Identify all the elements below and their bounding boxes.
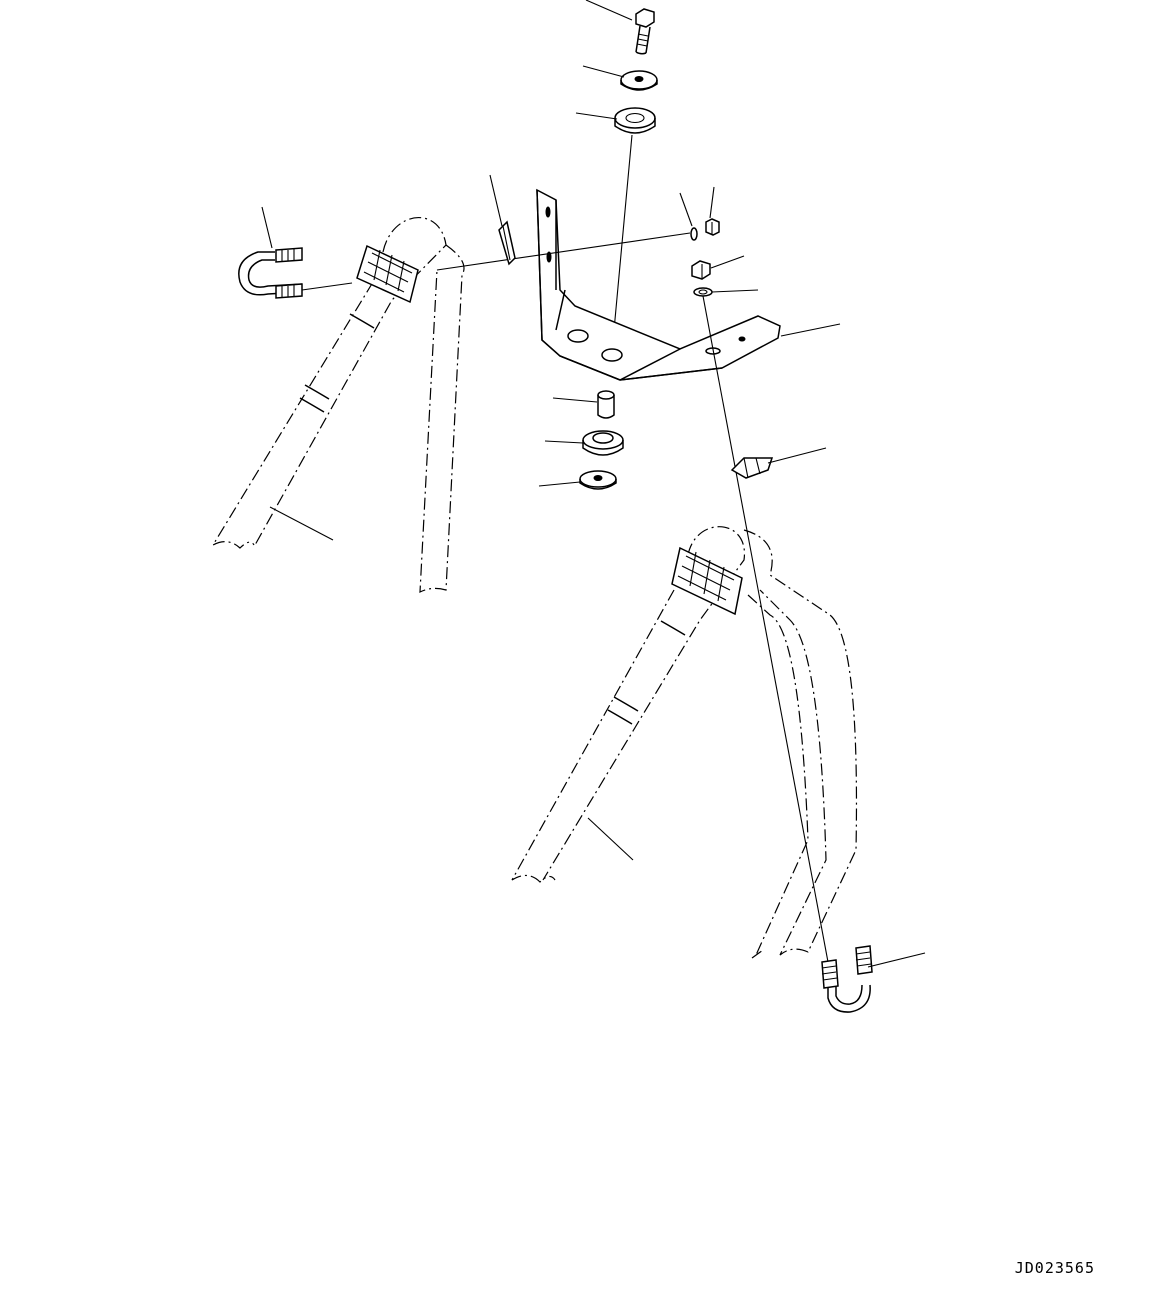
- spacer-collar: [597, 390, 615, 419]
- leader-line-spring-washer-small: [679, 192, 693, 227]
- clip-plate-upper: [498, 220, 516, 266]
- leader-line-u-bolt-lower: [867, 952, 926, 968]
- nut-medium: [691, 260, 711, 280]
- bolt-part: [635, 8, 655, 55]
- flat-washer-bottom: [579, 470, 617, 490]
- center-line-u-bolt-upper: [301, 282, 353, 291]
- u-bolt-upper: [238, 247, 303, 299]
- flat-washer-top: [620, 70, 658, 91]
- leader-line-bracket: [780, 323, 841, 337]
- clip-plate-lower: [730, 457, 774, 479]
- leader-line-cushion-top: [575, 112, 618, 120]
- leader-line-nut-medium: [710, 255, 745, 269]
- center-line-ubolt-lower: [702, 295, 829, 963]
- rubber-cushion-top: [614, 107, 656, 134]
- leader-line-clip-upper: [489, 174, 503, 227]
- leader-line-bolt: [585, 0, 633, 21]
- rubber-cushion-bottom: [582, 430, 624, 456]
- bracket-part: [536, 188, 781, 381]
- leader-line-cushion-bottom: [544, 440, 584, 444]
- hose-lower-main: [511, 526, 858, 959]
- leader-line-hose-lower: [587, 817, 634, 861]
- leader-line-spring-washer-medium: [711, 289, 759, 293]
- leader-line-clip-lower: [767, 447, 827, 464]
- u-bolt-lower: [821, 945, 873, 1013]
- leader-line-collar: [552, 397, 598, 403]
- center-line-nut-small: [436, 232, 691, 271]
- spring-washer-small: [690, 227, 698, 241]
- hose-upper-main: [211, 217, 465, 593]
- nut-small: [705, 218, 720, 236]
- drawing-code-label: JD023565: [1014, 1259, 1095, 1277]
- spring-washer-medium: [693, 287, 713, 297]
- leader-line-flat-washer-top: [582, 65, 625, 78]
- leader-line-flat-washer-bottom: [538, 481, 581, 487]
- leader-line-hose-upper: [269, 506, 334, 541]
- leader-line-nut-small: [709, 186, 715, 219]
- leader-line-u-bolt-upper: [261, 206, 273, 249]
